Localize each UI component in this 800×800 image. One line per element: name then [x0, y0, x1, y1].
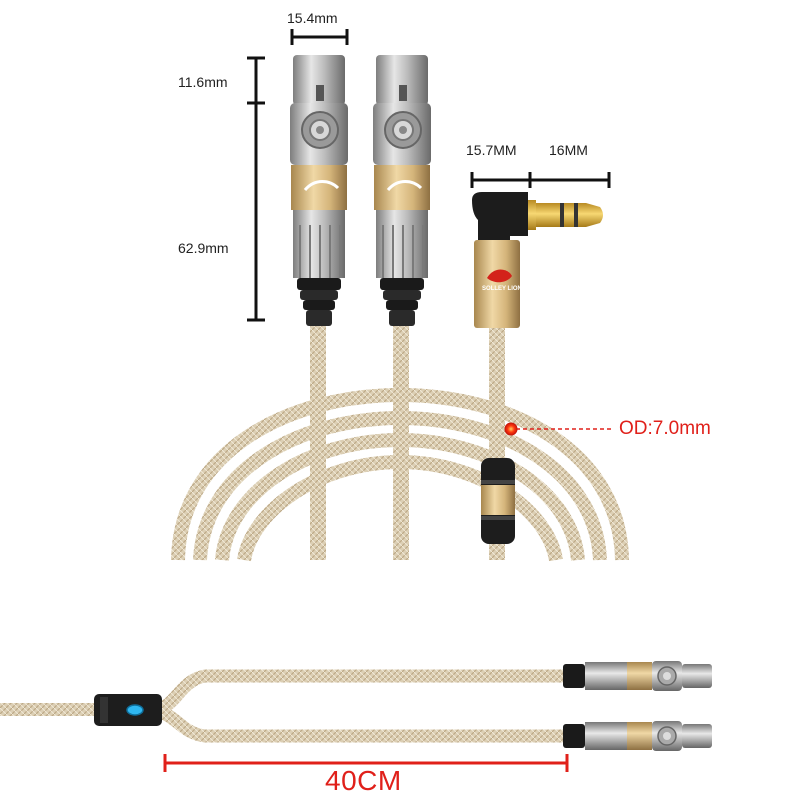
- od-indicator: [504, 422, 614, 436]
- trs-plug: [472, 192, 603, 328]
- trs-head-label: 15.7MM: [466, 142, 517, 158]
- xlr-body-length-label: 62.9mm: [178, 240, 229, 256]
- xlr-connector-2: [373, 55, 431, 326]
- split-length-label: 40CM: [325, 765, 402, 796]
- trs-plug-label: 16MM: [549, 142, 588, 158]
- y-split-cable: [0, 669, 570, 743]
- xlr-width-label: 15.4mm: [287, 10, 338, 26]
- xlr-connector-1: [290, 55, 348, 326]
- split-length-line: [163, 754, 569, 772]
- mini-xlr-bottom: [563, 721, 712, 751]
- dimension-lines: [247, 29, 611, 322]
- xlr-cable-2: [393, 325, 409, 560]
- mini-xlr-top: [563, 661, 712, 691]
- xlr-cable-1: [310, 325, 326, 560]
- cable-splitter-barrel: [481, 458, 515, 544]
- xlr-head-length-label: 11.6mm: [178, 74, 228, 90]
- outer-diameter-label: OD:7.0mm: [619, 418, 711, 439]
- brand-logo-text: SOLLEY LION: [482, 286, 522, 292]
